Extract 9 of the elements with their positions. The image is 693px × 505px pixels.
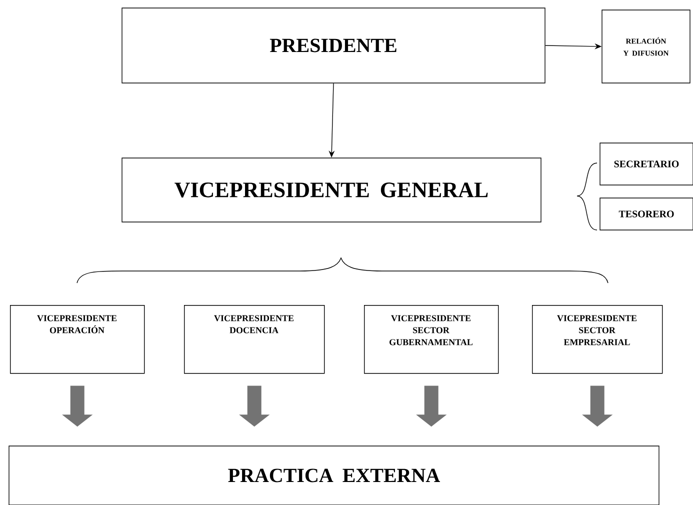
org-box: VICEPRESIDENTE DOCENCIA <box>184 305 325 374</box>
org-box: PRESIDENTE <box>122 8 546 84</box>
org-box: SECRETARIO <box>600 142 693 186</box>
org-box: VICEPRESIDENTE GENERAL <box>122 158 542 222</box>
org-box: VICEPRESIDENTE SECTOR EMPRESARIAL <box>532 305 663 374</box>
org-box: PRACTICA EXTERNA <box>8 446 660 505</box>
org-box: VICEPRESIDENTE SECTOR GUBERNAMENTAL <box>364 305 499 374</box>
org-box: VICEPRESIDENTE OPERACIÓN <box>10 305 145 374</box>
org-box: TESORERO <box>600 198 693 230</box>
